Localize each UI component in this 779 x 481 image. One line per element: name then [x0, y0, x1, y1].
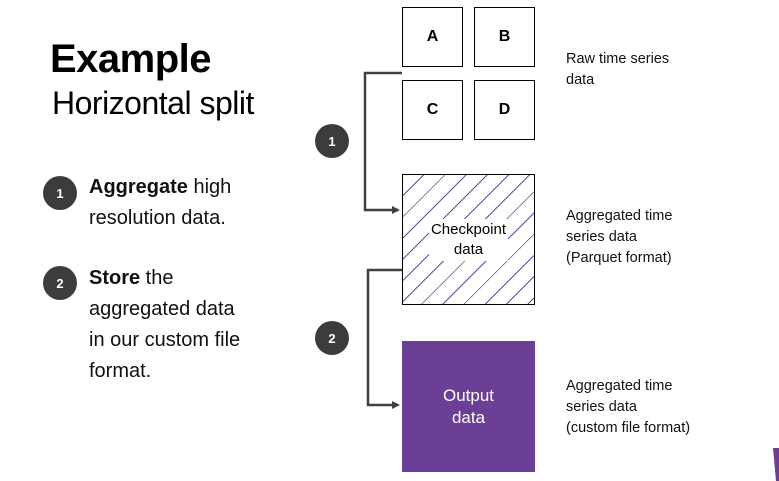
annotation-aggregated-line-1: Aggregated time — [566, 208, 673, 224]
step-1-text: Aggregate high resolution data. — [89, 172, 231, 234]
annotation-aggregated: Aggregated time series data (Parquet for… — [566, 206, 672, 269]
annotation-aggregated-line-3: (Parquet format) — [566, 250, 672, 266]
annotation-raw-line-1: Raw time series — [566, 51, 670, 67]
checkpoint-label: Checkpoint data — [428, 218, 509, 261]
step-1-line-2: resolution data. — [89, 207, 226, 229]
checkpoint-label-line-2: data — [453, 240, 484, 258]
step-2-text: Store the aggregated data in our custom … — [89, 263, 240, 387]
checkpoint-box: Checkpoint data — [402, 174, 535, 305]
output-box: Output data — [402, 341, 535, 472]
page-title: Example — [50, 37, 212, 81]
step-1-badge: 1 — [43, 176, 77, 210]
raw-box-c: C — [402, 80, 463, 140]
step-2-badge: 2 — [43, 266, 77, 300]
output-label: Output data — [443, 385, 494, 429]
page-subtitle: Horizontal split — [52, 85, 254, 121]
step-2-rest: the — [140, 267, 174, 289]
step-2-line-3: in our custom file — [89, 329, 241, 351]
step-1-rest: high — [187, 176, 232, 198]
annotation-aggregated-line-2: series data — [566, 229, 637, 245]
step-1-line-1: Aggregate high — [89, 172, 231, 203]
step-2-line-1: Store the — [89, 263, 240, 294]
annotation-custom-line-3: (custom file format) — [566, 420, 691, 436]
connector-1 — [363, 71, 402, 214]
checkpoint-label-line-1: Checkpoint — [430, 220, 507, 238]
step-2-bold: Store — [89, 267, 141, 289]
step-2-line-4: format. — [89, 360, 152, 382]
raw-box-d: D — [474, 80, 535, 140]
step-2-line-2: aggregated data — [89, 298, 235, 320]
connector-2 — [366, 268, 402, 409]
annotation-custom: Aggregated time series data (custom file… — [566, 376, 690, 439]
annotation-raw: Raw time series data — [566, 49, 669, 91]
output-label-line-2: data — [451, 407, 486, 427]
raw-box-a: A — [402, 7, 463, 67]
output-label-line-1: Output — [442, 385, 495, 405]
annotation-raw-line-2: data — [566, 72, 595, 88]
annotation-custom-line-2: series data — [566, 399, 637, 415]
raw-box-b: B — [474, 7, 535, 67]
logo-fragment-icon — [773, 448, 779, 481]
annotation-custom-line-1: Aggregated time — [566, 378, 673, 394]
connector-1-badge: 1 — [315, 124, 349, 158]
connector-2-badge: 2 — [315, 321, 349, 355]
step-1-bold: Aggregate — [89, 176, 188, 198]
